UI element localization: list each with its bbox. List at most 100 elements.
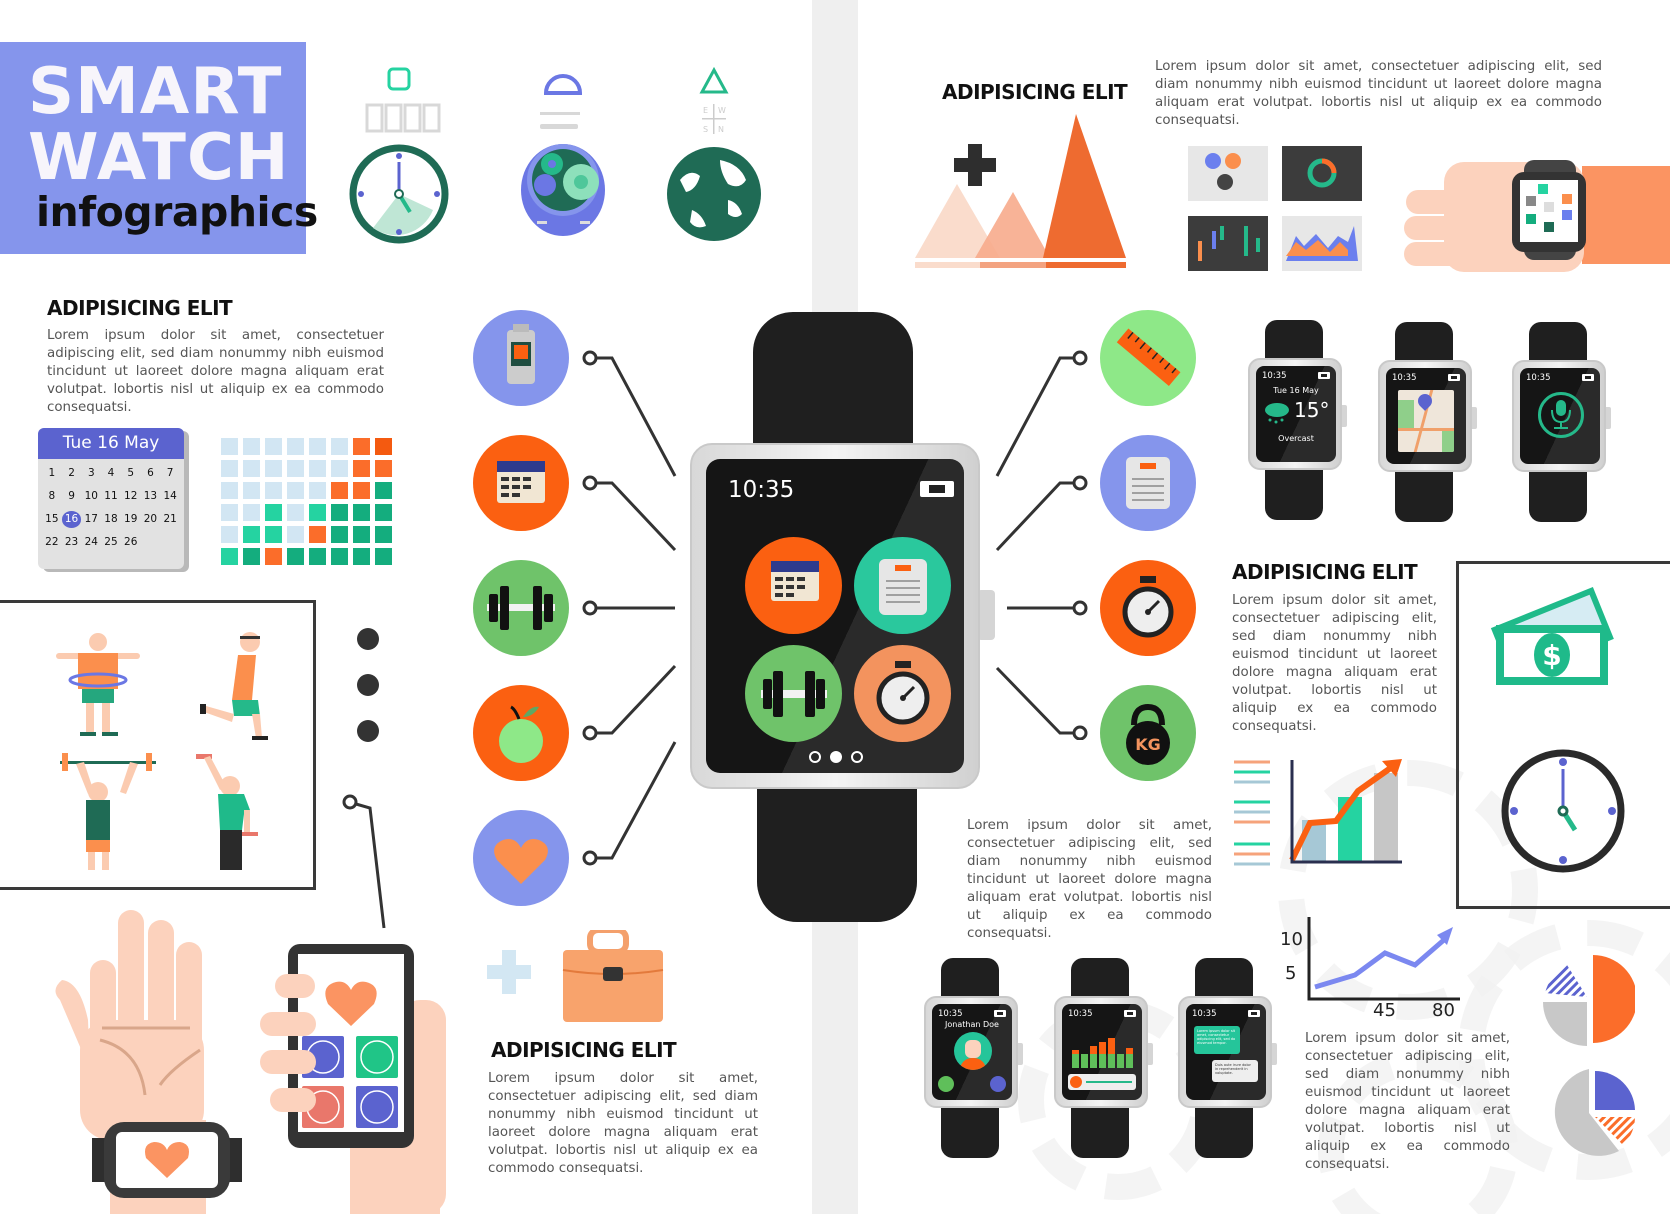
calendar-day[interactable]: 16 [61, 511, 82, 528]
crown[interactable] [1146, 1043, 1153, 1065]
heatmap-cell [331, 438, 348, 455]
feature-scale[interactable] [1100, 435, 1196, 531]
battery-icon [1248, 1010, 1260, 1017]
feature-supplement-bottle[interactable] [473, 310, 569, 406]
triangle-icon [699, 66, 729, 94]
audio-player[interactable] [1068, 1074, 1136, 1090]
watch-voice[interactable]: 10:35 [1512, 322, 1618, 522]
watch-time: 10:35 [938, 1009, 963, 1019]
crown[interactable] [1604, 407, 1611, 429]
map-view[interactable] [1398, 390, 1454, 452]
calendar-day[interactable]: 3 [87, 467, 95, 479]
message-bubble-incoming: Lorem ipsum dolor sit amet, consectetur … [1194, 1026, 1240, 1054]
growth-bar-chart [1234, 759, 1402, 866]
heatmap-cell [331, 460, 348, 477]
watch-case: 10:35 [1378, 360, 1472, 472]
dot-2 [357, 674, 379, 696]
calendar-day[interactable]: 10 [84, 490, 98, 502]
calendar-day[interactable]: 26 [124, 536, 138, 548]
main-watch-crown[interactable] [977, 590, 995, 640]
section-body-bottom-right: Lorem ipsum dolor sit amet, consectetuer… [1305, 1031, 1510, 1172]
voice-ring[interactable] [1538, 392, 1584, 438]
crown[interactable] [1470, 407, 1477, 429]
calendar-day[interactable]: 14 [163, 490, 177, 502]
heatmap-cell [375, 482, 392, 499]
app-scale[interactable] [854, 537, 951, 634]
play-button[interactable] [1070, 1076, 1082, 1088]
heatmap-cell [265, 526, 282, 543]
calendar-day[interactable]: 11 [104, 490, 118, 502]
heatmap-cell [243, 548, 260, 565]
crown[interactable] [1270, 1043, 1277, 1065]
page-dot[interactable] [809, 751, 821, 763]
main-watch-case: 10:35 [690, 443, 980, 789]
watch-call[interactable]: 10:35 Jonathan Doe [924, 958, 1030, 1158]
heatmap-cell [309, 438, 326, 455]
calendar-day[interactable]: 5 [127, 467, 135, 479]
feature-calendar[interactable] [473, 435, 569, 531]
crown[interactable] [1340, 405, 1347, 427]
calendar-day[interactable]: 23 [64, 536, 79, 548]
calendar-day[interactable]: 6 [147, 467, 154, 479]
watch-weather[interactable]: 10:35 Tue 16 May 15° Overcast [1248, 320, 1354, 520]
title-line-1: SMART [28, 55, 283, 129]
watch-case: 10:35 Lorem ipsum dolor sit amet, consec… [1178, 996, 1272, 1108]
heatmap-cell [287, 460, 304, 477]
watch-messages[interactable]: 10:35 Lorem ipsum dolor sit amet, consec… [1178, 958, 1284, 1158]
calendar-day[interactable]: 9 [68, 490, 75, 502]
calendar-day[interactable]: 13 [143, 490, 158, 502]
answer-call-button[interactable] [938, 1076, 954, 1092]
calendar-day[interactable]: 20 [143, 513, 158, 525]
watch-time: 10:35 [1068, 1009, 1093, 1019]
crown[interactable] [1016, 1043, 1023, 1065]
calendar-day[interactable]: 4 [107, 467, 115, 479]
section-heading-mid-right: ADIPISICING ELIT [1232, 560, 1418, 584]
heatmap-cell [353, 438, 370, 455]
calendar-day[interactable]: 21 [163, 513, 177, 525]
calendar-day[interactable]: 8 [48, 490, 56, 502]
app-calendar[interactable] [745, 537, 842, 634]
half-circle-icon [543, 74, 583, 95]
calendar-day[interactable]: 15 [45, 513, 59, 525]
decline-call-button[interactable] [990, 1076, 1006, 1092]
calendar-day[interactable]: 1 [48, 467, 56, 479]
heatmap-cell [375, 438, 392, 455]
page-dot-active[interactable] [830, 751, 842, 763]
feature-dumbbell[interactable] [473, 560, 569, 656]
calendar-day[interactable]: 2 [68, 467, 75, 479]
heatmap-cell [375, 548, 392, 565]
dumbbell-icon [487, 586, 555, 630]
feature-stopwatch[interactable] [1100, 560, 1196, 656]
calendar-day[interactable]: 17 [84, 513, 98, 525]
battery-icon [994, 1010, 1006, 1017]
main-watch-screen: 10:35 [706, 459, 964, 773]
watch-time: 10:35 [1392, 373, 1417, 383]
calendar-day[interactable]: 7 [166, 467, 174, 479]
feature-ruler[interactable] [1100, 310, 1196, 406]
y-tick-10: 10 [1280, 929, 1303, 950]
watch-time: 10:35 [1526, 373, 1551, 383]
feature-kettlebell[interactable]: KG [1100, 685, 1196, 781]
calendar-day[interactable]: 25 [104, 536, 118, 548]
battery-icon [920, 481, 954, 497]
weightlifter-figure-icon [60, 753, 156, 870]
app-stopwatch[interactable] [854, 645, 951, 742]
calendar-day[interactable]: 24 [84, 536, 98, 548]
watch-case: 10:35 [1054, 996, 1148, 1108]
heatmap-cell [265, 504, 282, 521]
watch-music[interactable]: 10:35 [1054, 958, 1160, 1158]
calendar-day[interactable]: 19 [124, 513, 138, 525]
app-dumbbell[interactable] [745, 645, 842, 742]
heatmap-cell [375, 460, 392, 477]
page-dot[interactable] [851, 751, 863, 763]
calendar-day[interactable]: 12 [124, 490, 138, 502]
calendar-day[interactable]: 18 [104, 513, 118, 525]
watch-case: 10:35 Tue 16 May 15° Overcast [1248, 358, 1342, 470]
feature-apple[interactable] [473, 685, 569, 781]
heatmap-cell [353, 482, 370, 499]
progress-track[interactable] [1086, 1081, 1132, 1083]
calendar-day[interactable]: 22 [45, 536, 59, 548]
watch-map[interactable]: 10:35 [1378, 322, 1484, 522]
feature-heart[interactable] [473, 810, 569, 906]
briefcase-plus-icons [487, 930, 664, 1022]
